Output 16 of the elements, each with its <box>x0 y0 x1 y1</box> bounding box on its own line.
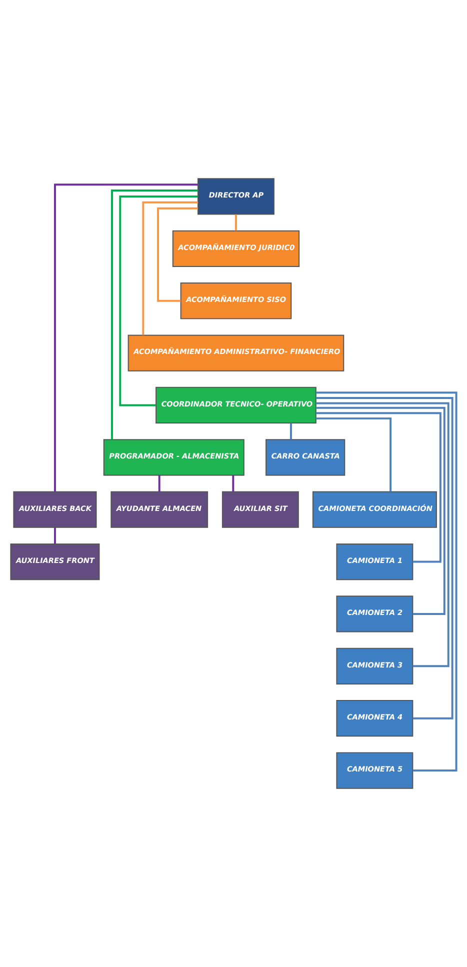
connector <box>54 528 56 544</box>
connector <box>290 423 292 440</box>
connector <box>234 214 237 231</box>
connector <box>111 190 198 440</box>
connector <box>54 184 198 492</box>
connector <box>158 475 160 492</box>
connector <box>157 207 198 302</box>
connector <box>119 195 198 406</box>
connector <box>316 396 454 720</box>
connector <box>316 412 442 563</box>
connector <box>232 475 234 492</box>
connector <box>316 392 458 772</box>
connector <box>316 406 446 615</box>
connector <box>142 201 198 336</box>
connector <box>316 417 392 492</box>
connector <box>316 402 450 668</box>
